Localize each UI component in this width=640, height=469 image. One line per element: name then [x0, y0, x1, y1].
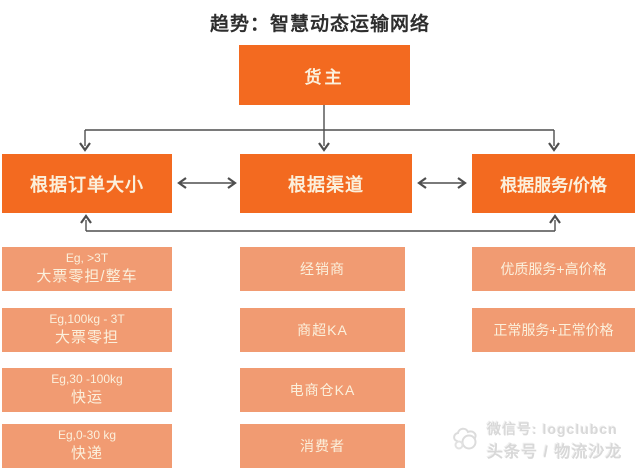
- watermark: 微信号: logclubcn 头条号 / 物流沙龙: [450, 419, 622, 462]
- node-normal-service-normal-price: 正常服务+正常价格: [472, 308, 635, 352]
- node-line2: 快递: [70, 445, 103, 463]
- page-title: 趋势：智慧动态运输网络: [209, 14, 430, 35]
- node-order-size-0-30kg: Eg,0-30 kg 快递: [2, 424, 172, 468]
- node-order-size-30-100kg: Eg,30 -100kg 快运: [2, 368, 172, 412]
- node-line1: Eg,30 -100kg: [51, 372, 123, 387]
- node-supermarket-ka: 商超KA: [240, 308, 405, 352]
- node-cargo-owner: 货主: [239, 45, 410, 105]
- watermark-wechat-line: 微信号: logclubcn: [487, 421, 618, 437]
- bird-logo-icon: [450, 425, 482, 458]
- node-ecommerce-warehouse-ka: 电商仓KA: [240, 368, 405, 412]
- node-distributor: 经销商: [240, 247, 405, 291]
- node-line2: 大票零担: [54, 329, 119, 347]
- level2-left-mid-double-arrow: [177, 177, 237, 189]
- node-consumer: 消费者: [240, 424, 405, 468]
- watermark-text: 微信号: logclubcn 头条号 / 物流沙龙: [487, 419, 622, 462]
- node-line1: Eg, >3T: [65, 251, 109, 266]
- watermark-toutiao-line: 头条号 / 物流沙龙: [487, 444, 623, 461]
- node-line2: 快运: [70, 389, 103, 407]
- node-line2: 大票零担/整车: [36, 268, 138, 286]
- node-by-service-price: 根据服务/价格: [472, 154, 635, 213]
- node-premium-service-high-price: 优质服务+高价格: [472, 247, 635, 291]
- node-by-channel: 根据渠道: [240, 154, 412, 213]
- node-line1: Eg,100kg - 3T: [49, 312, 125, 327]
- node-order-size-100kg-3t: Eg,100kg - 3T 大票零担: [2, 308, 172, 352]
- level2-mid-right-double-arrow: [417, 177, 467, 189]
- level2-bottom-loop-connector: [80, 214, 561, 232]
- node-line1: Eg,0-30 kg: [57, 428, 117, 443]
- root-to-level2-connector: [79, 105, 560, 152]
- node-order-size-over-3t: Eg, >3T 大票零担/整车: [2, 247, 172, 291]
- node-by-order-size: 根据订单大小: [2, 154, 172, 213]
